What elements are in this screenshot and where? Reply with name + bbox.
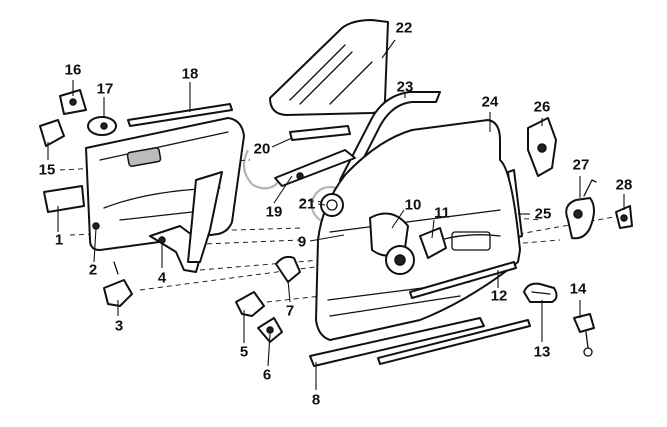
callout-17: 17 — [96, 80, 114, 98]
door-check-link — [275, 255, 301, 283]
callout-12: 12 — [490, 287, 508, 305]
key-cylinder — [573, 313, 595, 357]
callout-3: 3 — [114, 317, 124, 335]
callout-8: 8 — [311, 391, 321, 409]
armrest-pocket — [43, 185, 85, 213]
callout-11: 11 — [434, 204, 450, 222]
window-crank-regulator — [149, 171, 223, 273]
leader-lines — [47, 39, 625, 390]
glass-retainer — [274, 125, 356, 187]
callout-15: 15 — [38, 161, 56, 179]
callout-20: 20 — [253, 140, 271, 158]
outer-belt-molding — [409, 261, 517, 299]
callout-1: 1 — [54, 231, 64, 249]
callout-2: 2 — [88, 261, 98, 279]
callout-21: 21 — [298, 195, 316, 213]
callout-7: 7 — [285, 302, 295, 320]
handle-escutcheon — [87, 116, 117, 136]
callout-5: 5 — [239, 343, 249, 361]
door-glass — [269, 19, 389, 116]
callout-23: 23 — [396, 78, 414, 96]
window-regulator-assembly — [320, 193, 447, 275]
callout-26: 26 — [533, 98, 551, 116]
outside-handle — [523, 282, 558, 303]
door-latch — [527, 117, 557, 177]
callout-25: 25 — [534, 205, 552, 223]
callout-9: 9 — [297, 233, 307, 251]
inside-handle-bracket — [39, 119, 65, 147]
lock-clip — [615, 205, 633, 229]
lower-hinge — [257, 317, 283, 343]
callout-28: 28 — [615, 176, 633, 194]
callout-10: 10 — [404, 196, 422, 214]
upper-hinge — [235, 291, 265, 317]
inner-belt-weatherstrip — [127, 103, 233, 127]
callout-24: 24 — [481, 93, 499, 111]
callout-27: 27 — [572, 156, 590, 174]
door-check-hinge — [103, 261, 133, 307]
callout-4: 4 — [157, 269, 167, 287]
lock-actuator — [565, 179, 597, 240]
door-shell — [315, 119, 521, 341]
callout-14: 14 — [569, 280, 587, 298]
callout-19: 19 — [265, 203, 283, 221]
callout-22: 22 — [395, 19, 413, 37]
callout-6: 6 — [262, 366, 272, 384]
callout-16: 16 — [64, 61, 82, 79]
callout-13: 13 — [533, 343, 551, 361]
callout-18: 18 — [181, 65, 199, 83]
door-side-molding — [309, 317, 531, 367]
